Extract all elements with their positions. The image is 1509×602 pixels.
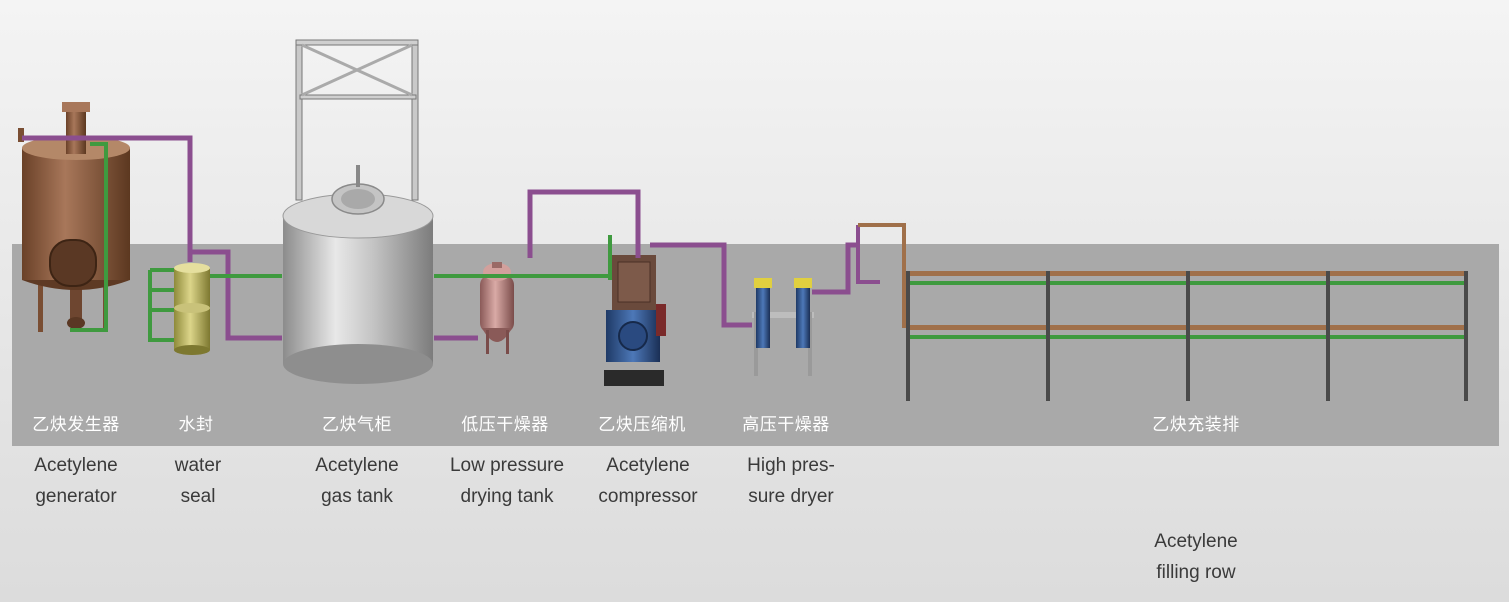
gas-tank-en-line1: Acetylene xyxy=(315,455,399,476)
hp-dryer-cn-label: 高压干燥器 xyxy=(742,415,830,435)
green-water-pipeline xyxy=(70,142,612,342)
gas-tank-en-line2: gas tank xyxy=(321,486,393,507)
acetylene-gas-tank xyxy=(282,39,434,384)
acetylene-filling-row xyxy=(856,223,1468,401)
water-seal-en-label: water seal xyxy=(175,450,221,512)
lp-dryer-en-label: Low pressure drying tank xyxy=(450,450,564,512)
purple-gas-pipeline xyxy=(22,135,858,341)
generator-cn-label: 乙炔发生器 xyxy=(32,415,120,435)
filling-row-cn-label: 乙炔充装排 xyxy=(1152,415,1240,435)
generator-en-label: Acetylene generator xyxy=(34,450,117,512)
compressor-en-line1: Acetylene xyxy=(606,455,690,476)
lp-dryer-cn-label: 低压干燥器 xyxy=(461,415,549,435)
water-seal-cn-label: 水封 xyxy=(178,415,214,435)
compressor-en-line2: compressor xyxy=(598,486,698,507)
water-seal-en-line2: seal xyxy=(180,486,216,507)
compressor-en-label: Acetylene compressor xyxy=(598,450,697,512)
gas-tank-cn-label: 乙炔气柜 xyxy=(322,415,392,435)
hp-dryer-en-line1: High pres- xyxy=(747,455,835,476)
water-seal xyxy=(174,263,210,355)
generator-en-line2: generator xyxy=(35,486,117,507)
gas-tank-en-label: Acetylene gas tank xyxy=(315,450,398,512)
filling-row-en-label: Acetylene filling row xyxy=(1154,526,1237,588)
filling-row-en-line1: Acetylene xyxy=(1154,531,1238,552)
hp-dryer-en-label: High pres- sure dryer xyxy=(747,450,835,512)
acetylene-compressor xyxy=(604,255,666,386)
acetylene-generator xyxy=(18,102,130,332)
lp-dryer-en-line2: drying tank xyxy=(460,486,554,507)
hp-dryer-en-line2: sure dryer xyxy=(748,486,834,507)
filling-row-en-line2: filling row xyxy=(1156,562,1236,583)
high-pressure-dryer xyxy=(752,278,814,376)
generator-en-line1: Acetylene xyxy=(34,455,118,476)
lp-dryer-en-line1: Low pressure xyxy=(449,455,565,476)
water-seal-en-line1: water xyxy=(174,455,222,476)
compressor-cn-label: 乙炔压缩机 xyxy=(598,415,686,435)
